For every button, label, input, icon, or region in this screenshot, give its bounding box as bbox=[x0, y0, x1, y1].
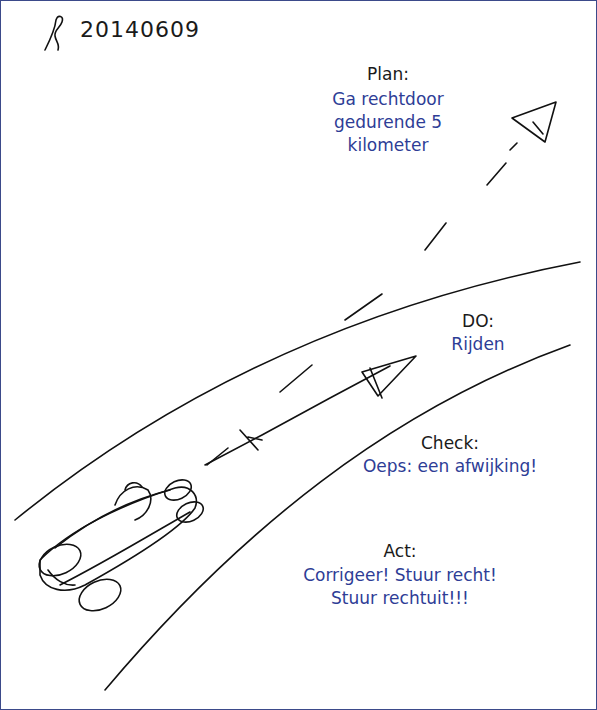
step-heading: Act: bbox=[360, 540, 440, 563]
road-edge bbox=[105, 345, 570, 690]
car-wheel bbox=[174, 498, 207, 526]
plan-arrowhead bbox=[533, 122, 543, 134]
drive-arrowhead bbox=[370, 368, 382, 398]
drive-line bbox=[205, 366, 390, 465]
car-wheel bbox=[34, 538, 86, 582]
plan-arrowhead bbox=[512, 102, 556, 142]
step-heading: Plan: bbox=[328, 63, 448, 86]
car-driver bbox=[125, 483, 142, 490]
drive-tick bbox=[240, 430, 262, 450]
step-body: Corrigeer! Stuur recht! Stuur rechtuit!!… bbox=[290, 564, 510, 610]
step-heading: Check: bbox=[390, 432, 510, 455]
plan-dash bbox=[487, 163, 506, 185]
car-driver bbox=[115, 487, 151, 520]
step-body: Rijden bbox=[428, 333, 528, 356]
car-body bbox=[55, 490, 170, 548]
car-wheel bbox=[162, 476, 195, 504]
step-body: Oeps: een afwijking! bbox=[335, 455, 565, 478]
car-front bbox=[48, 570, 75, 585]
step-heading: DO: bbox=[438, 310, 518, 333]
car-wheel bbox=[74, 573, 126, 617]
drive-arrowhead bbox=[362, 356, 416, 396]
plan-dash bbox=[280, 365, 312, 392]
car-body bbox=[40, 487, 196, 590]
plan-dash bbox=[510, 143, 517, 150]
road-edge bbox=[15, 262, 580, 520]
step-body: Ga rechtdoor gedurende 5 kilometer bbox=[328, 88, 448, 157]
signature-mark bbox=[45, 16, 62, 50]
plan-dash bbox=[425, 223, 446, 250]
signature-date: 20140609 bbox=[55, 18, 225, 41]
plan-dash bbox=[345, 294, 382, 320]
